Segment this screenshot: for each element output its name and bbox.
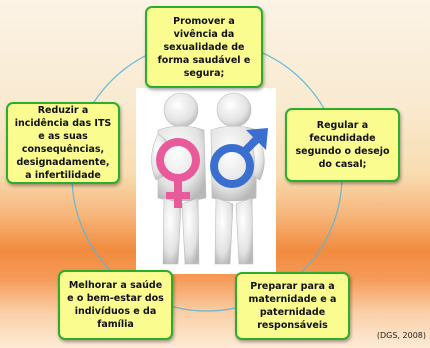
male-symbol-icon: [210, 128, 268, 188]
female-symbol-icon: [156, 138, 200, 208]
goal-reduce-sti: Reduzir a incidência das ITS e as suas c…: [6, 102, 120, 184]
goal-promote-sexuality: Promover a vivência da sexualidade de fo…: [145, 6, 263, 88]
goal-improve-health: Melhorar a saúde e o bem-estar dos indiv…: [58, 270, 173, 340]
source-citation: (DGS, 2008): [376, 331, 426, 340]
goal-prepare-parenthood: Preparar para a maternidade e a paternid…: [235, 272, 350, 340]
gender-figures-illustration: [136, 88, 276, 274]
goal-regulate-fertility: Regular a fecundidade segundo o desejo d…: [285, 108, 400, 182]
